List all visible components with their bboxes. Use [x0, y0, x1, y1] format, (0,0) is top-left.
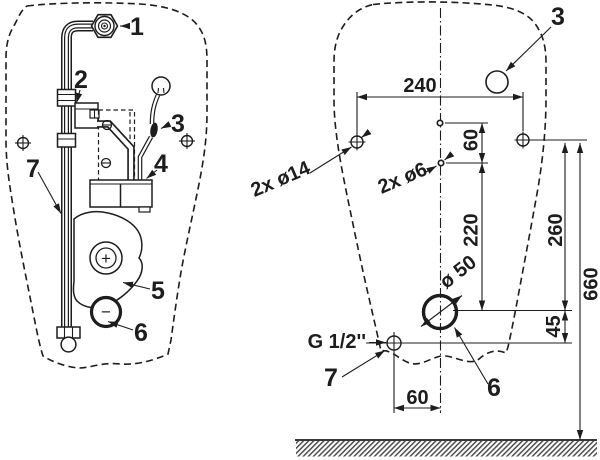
dimension-lines [357, 93, 584, 440]
floor-hatching [296, 441, 597, 457]
dim-small-hole-gap: 60 [461, 129, 483, 151]
slotted-screw-lower-icon [100, 157, 112, 169]
control-box [89, 179, 153, 213]
front-view: + − 1 2 3 4 5 6 7 [5, 2, 208, 369]
slotted-screw-upper-icon [101, 119, 113, 131]
urinal-outline-dimensions [333, 1, 547, 365]
floor [295, 439, 597, 457]
urinal-outline-front [5, 2, 208, 369]
left-fixing-screw-icon [15, 135, 31, 151]
dim-hole-to-outlet: 260 [545, 213, 567, 246]
right-fixing-screw-icon [179, 133, 195, 149]
anchor-hole-left-icon [348, 133, 366, 151]
dimension-view: 240 60 220 260 660 45 60 2x ø14 2x ø6 3 [248, 1, 600, 457]
sensor-cable [137, 76, 171, 180]
callout-6-right: 6 [487, 374, 501, 402]
dim-outlet-to-inlet: 45 [543, 315, 565, 337]
callout-5: 5 [151, 277, 165, 305]
callout-3: 3 [171, 110, 185, 138]
label-outlet-diameter: ø 50 [436, 251, 481, 293]
flush-valve [74, 102, 100, 129]
dim-small-hole-to-outlet: 220 [461, 213, 483, 246]
callout-6: 6 [134, 319, 148, 347]
minus-port: − [89, 295, 123, 329]
plus-port: + [89, 241, 123, 275]
plus-symbol: + [101, 249, 111, 268]
callout-7-right: 7 [324, 364, 338, 392]
water-inlet-icon [386, 335, 402, 351]
dim-inlet-offset: 60 [406, 387, 428, 409]
flush-pipe [61, 20, 93, 329]
flush-connector [90, 13, 119, 39]
dim-hole-to-floor: 660 [581, 267, 600, 300]
label-anchor-holes: 2x ø14 [248, 157, 315, 202]
label-small-holes: 2x ø6 [375, 158, 431, 198]
dim-hole-spacing: 240 [403, 75, 436, 97]
sensor-head [151, 76, 171, 96]
anchor-hole-right-icon [514, 131, 532, 149]
callout-3-right: 3 [551, 3, 565, 31]
callout-2: 2 [74, 66, 88, 94]
small-hole-upper-icon [436, 119, 444, 127]
pipe-union-lower [56, 132, 77, 148]
callout-1: 1 [130, 13, 144, 41]
callout-4: 4 [154, 150, 168, 178]
pipe-union-upper [56, 88, 77, 107]
sensor-opening-icon [485, 70, 509, 94]
small-hole-lower-icon [437, 159, 445, 167]
minus-symbol: − [101, 303, 111, 322]
pipe-end-nut [56, 326, 81, 353]
front-view-callouts: 1 2 3 4 5 6 7 [26, 13, 185, 347]
label-water-inlet: G 1/2'' [308, 331, 366, 353]
callout-7: 7 [26, 155, 40, 183]
valve-outlet-pipe [97, 120, 135, 180]
